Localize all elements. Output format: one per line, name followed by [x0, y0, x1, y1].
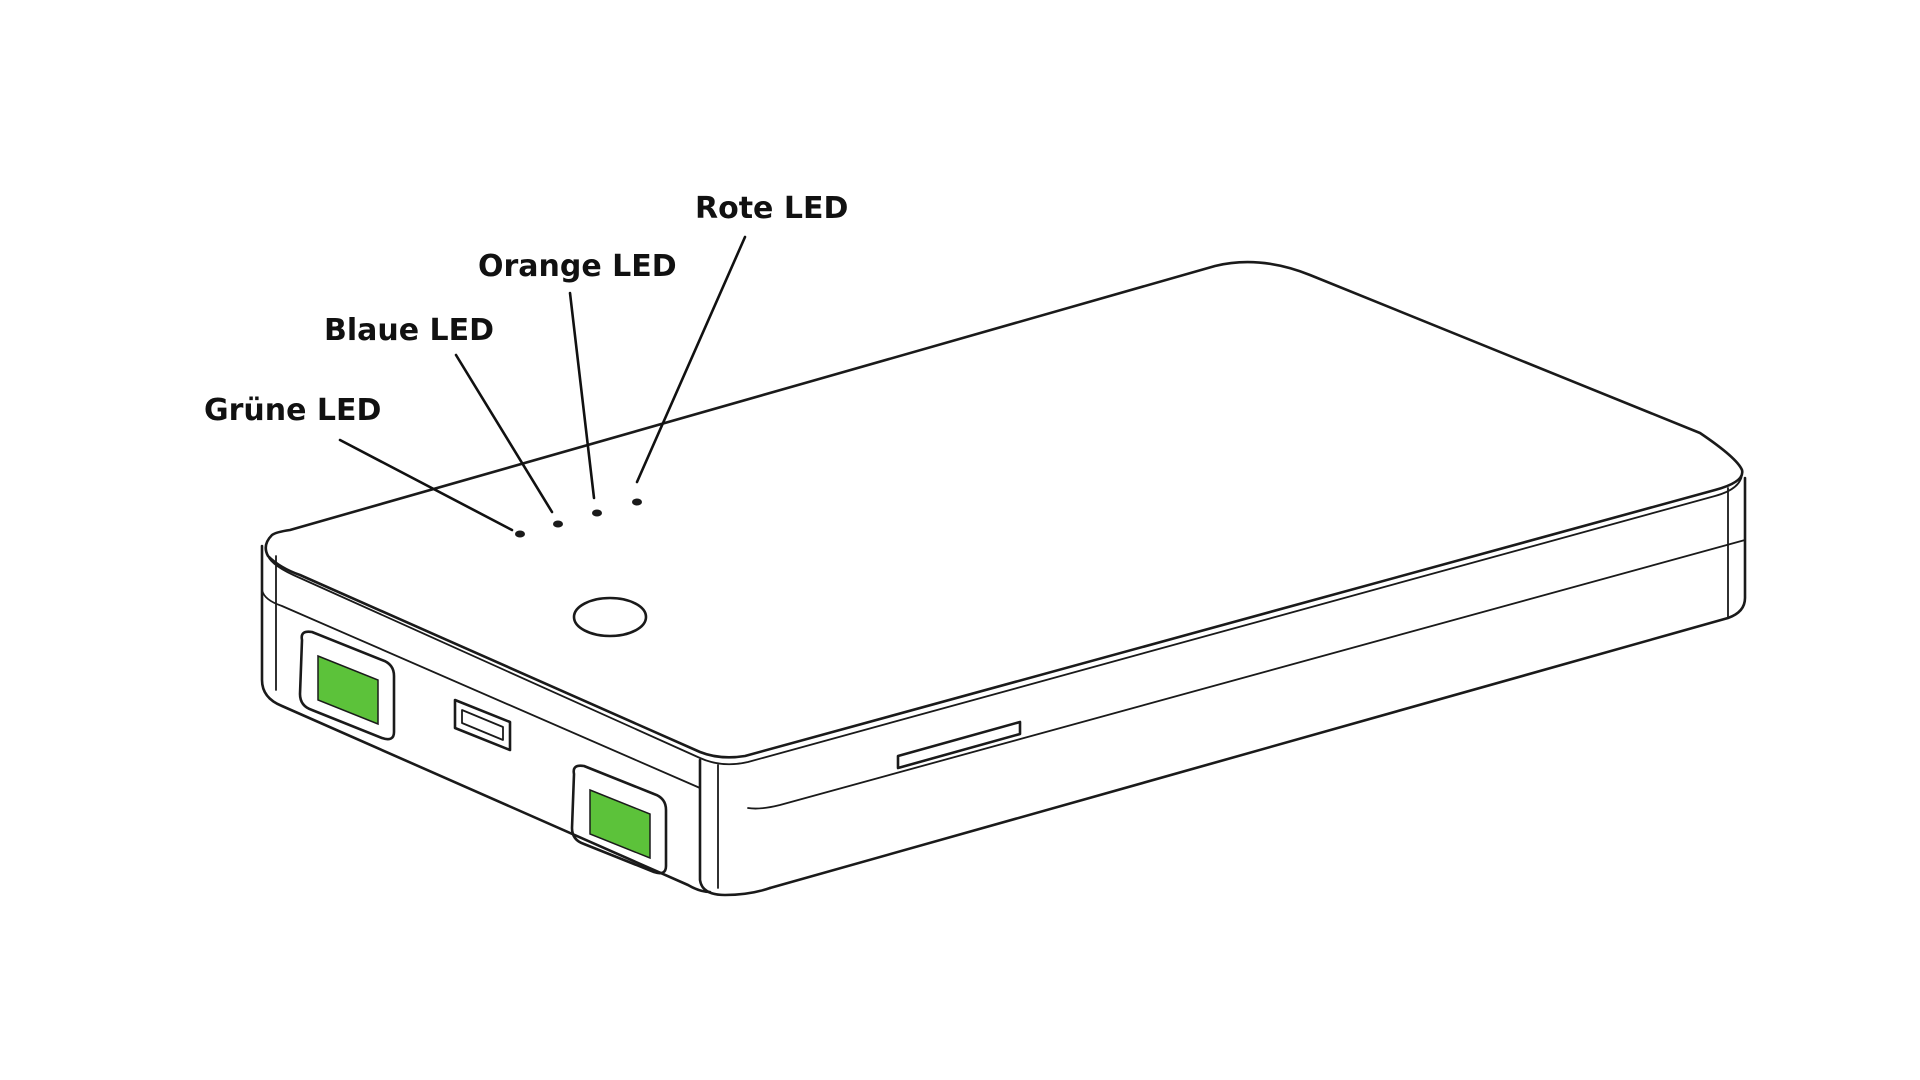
powerbank-side-front: [260, 544, 712, 894]
power-button: [572, 596, 648, 638]
usb-port-1-insert: [317, 654, 379, 726]
label-green-led: Grüne LED: [204, 393, 381, 428]
label-orange-led: Orange LED: [478, 249, 677, 284]
leader-line-blue: [454, 353, 554, 514]
leader-line-red: [635, 235, 747, 484]
powerbank-front-corner: [698, 758, 772, 897]
leader-line-green: [338, 438, 514, 532]
powerbank-top-bevel: [267, 469, 1743, 766]
label-red-led: Rote LED: [695, 191, 848, 226]
powerbank-side-right: [768, 476, 1747, 890]
label-blue-led: Blaue LED: [324, 313, 494, 348]
usb-port-2-frame: [570, 764, 668, 875]
micro-usb-port-slot: [461, 709, 504, 741]
led-indicators: [515, 498, 642, 538]
side-slot: [896, 720, 1022, 770]
usb-port-1: [298, 630, 396, 741]
usb-port-2: [570, 764, 668, 875]
micro-usb-port: [453, 698, 512, 752]
usb-port-2-insert: [589, 788, 651, 860]
leader-lines: [338, 235, 747, 532]
leader-line-orange: [568, 291, 596, 500]
led-dot-red: [632, 498, 642, 506]
callout-labels: Grüne LED Blaue LED Orange LED Rote LED: [204, 191, 848, 428]
led-dot-orange: [592, 509, 602, 517]
led-dot-green: [515, 530, 525, 538]
powerbank-top-face: [264, 260, 1744, 759]
powerbank-side-right-seam: [747, 539, 1746, 810]
micro-usb-port-frame: [453, 698, 512, 752]
led-dot-blue: [553, 520, 563, 528]
powerbank-side-front-seam: [261, 589, 701, 789]
usb-port-1-frame: [298, 630, 396, 741]
powerbank-body: [260, 260, 1747, 897]
